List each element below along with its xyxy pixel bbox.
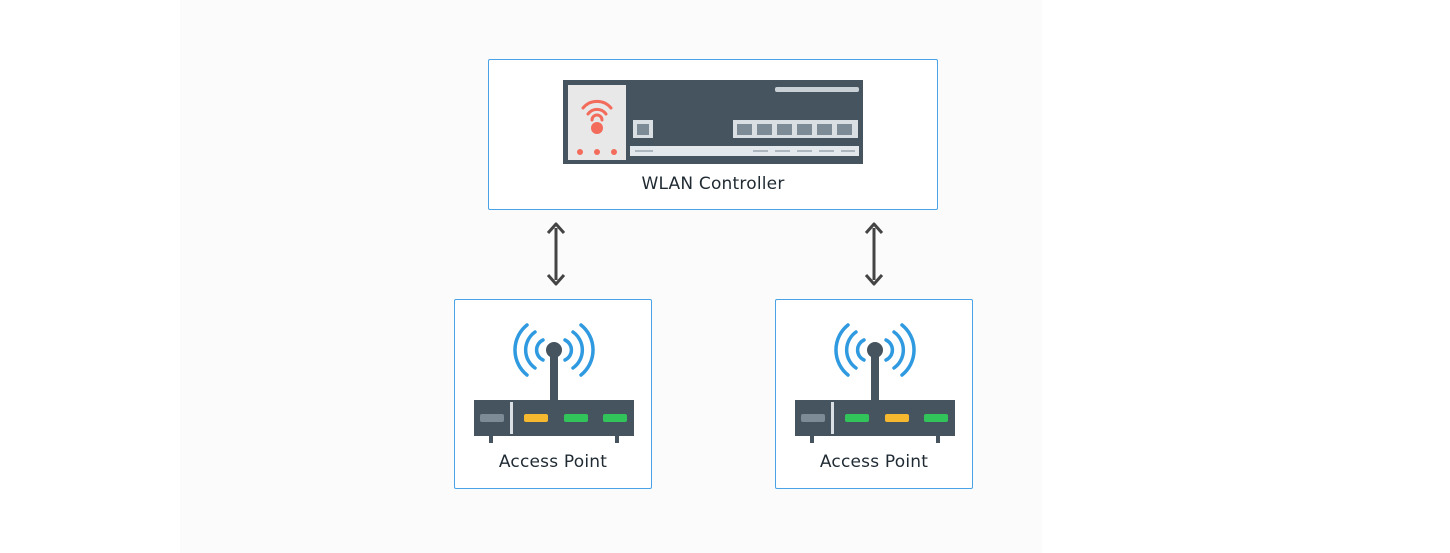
status-led-green [845, 414, 869, 422]
device-foot [936, 436, 940, 443]
access-point-label: Access Point [819, 452, 929, 472]
body-divider [831, 402, 834, 434]
access-point-node: Access Point [775, 299, 973, 489]
bidirectional-arrow-icon [864, 222, 884, 286]
controller-signal-dot [591, 122, 603, 134]
status-led-gray [480, 414, 504, 422]
controller-wifi-signal-icon [581, 99, 613, 122]
device-foot [615, 436, 619, 443]
wifi-waves-icon [834, 323, 916, 377]
controller-led-3 [611, 149, 617, 155]
wlan-controller-icon [563, 80, 863, 164]
status-led-green [924, 414, 948, 422]
bidirectional-arrow-icon [546, 222, 566, 286]
antenna-tip [546, 342, 562, 358]
access-point-label: Access Point [498, 452, 608, 472]
controller-led-2 [594, 149, 600, 155]
access-point-icon [474, 323, 634, 443]
device-foot [489, 436, 493, 443]
controller-uplink-port [633, 120, 653, 138]
body-divider [510, 402, 513, 434]
antenna [550, 350, 558, 402]
antenna-tip [867, 342, 883, 358]
wlan-controller-node: WLAN Controller [488, 59, 938, 210]
controller-led-1 [577, 149, 583, 155]
controller-ethernet-port-sockets [737, 124, 852, 135]
status-led-yellow [524, 414, 548, 422]
controller-label: WLAN Controller [641, 174, 785, 194]
device-foot [810, 436, 814, 443]
status-led-green [603, 414, 627, 422]
status-led-gray [801, 414, 825, 422]
status-led-yellow [885, 414, 909, 422]
access-point-icon [795, 323, 955, 443]
controller-vent-slot [775, 87, 859, 92]
wifi-waves-icon [513, 323, 595, 377]
status-led-green [564, 414, 588, 422]
access-point-node: Access Point [454, 299, 652, 489]
antenna [871, 350, 879, 402]
controller-front-strip [630, 146, 859, 156]
